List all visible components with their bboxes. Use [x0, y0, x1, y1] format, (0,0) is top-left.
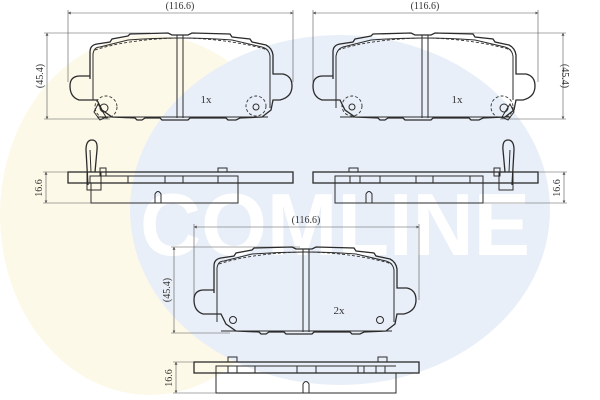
- pad-left-thickness-dim: 16.6: [34, 179, 45, 197]
- pad-bottom-quantity: 2x: [334, 305, 346, 317]
- pad-bottom-front-view: (116.6) (45.4) 2x: [162, 215, 420, 335]
- pad-right-quantity: 1x: [452, 94, 464, 106]
- pad-left-quantity: 1x: [201, 94, 213, 106]
- watermark-blue-ellipse: [130, 35, 550, 385]
- pad-left-height-dim: (45.4): [35, 64, 46, 88]
- pad-right-width-dim: (116.6): [411, 1, 440, 12]
- pad-bottom-width-dim: (116.6): [292, 215, 321, 226]
- pad-right-height-dim: (45.4): [559, 64, 570, 88]
- pad-bottom-thickness-dim: 16.6: [164, 369, 175, 387]
- pad-left-width-dim: (116.6): [166, 1, 195, 12]
- pad-right-side-view: 16.6: [312, 139, 567, 204]
- comline-watermark: COMLINE: [0, 35, 550, 395]
- pad-left-front-view: (116.6) (45.4) 1x: [35, 1, 294, 121]
- pad-right-thickness-dim: 16.6: [552, 179, 563, 197]
- pad-right-front-view: (116.6) (45.4) 1x: [312, 1, 570, 121]
- pad-bottom-side-view: 16.6: [164, 356, 420, 394]
- pad-left-side-view: 16.6: [34, 139, 294, 204]
- pad-bottom-height-dim: (45.4): [162, 278, 173, 302]
